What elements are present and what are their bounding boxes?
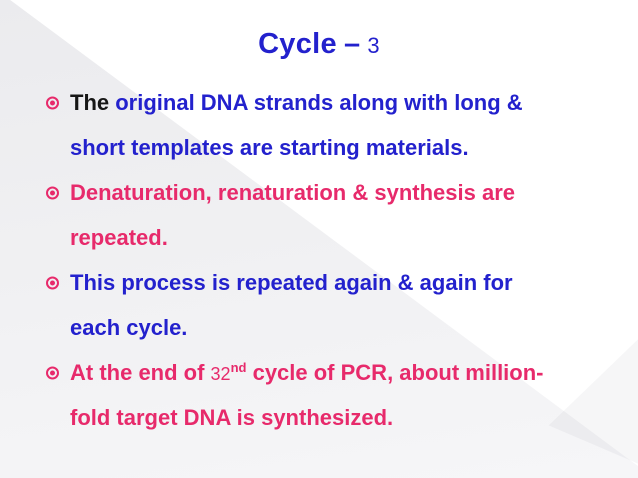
title-dash: – [343,28,361,60]
bullet-line: At the end of 32nd cycle of PCR, about m… [0,350,638,395]
text-segment-pink: 32 [210,363,231,384]
bullet-line: fold target DNA is synthesized. [0,395,638,440]
fisheye-bullet-icon [46,366,59,379]
bullet-line: each cycle. [0,305,638,350]
bullet-line: This process is repeated again & again f… [0,260,638,305]
bullet-text-line: The original DNA strands along with long… [70,90,523,116]
text-segment-pink: At the end of [70,359,211,385]
text-segment-pink: cycle of PCR, about million- [246,359,544,385]
bullet-text-line: This process is repeated again & again f… [70,270,513,296]
title-number: 3 [367,33,380,58]
fisheye-bullet-icon [46,186,59,199]
bullet-text-line: short templates are starting materials. [70,135,469,161]
fisheye-bullet-icon [46,96,59,109]
bullet-line: Denaturation, renaturation & synthesis a… [0,170,638,215]
title-word: Cycle [258,28,337,60]
text-segment-blue: each cycle. [70,314,188,340]
text-segment-blue: This process is repeated again & again f… [70,269,513,295]
fisheye-bullet-dot [50,280,55,285]
fisheye-bullet-dot [50,100,55,105]
text-segment-blue: original DNA strands along with long & [115,89,523,115]
fisheye-bullet-dot [50,370,55,375]
text-segment-pink: fold target DNA is synthesized. [70,404,394,430]
text-segment-blue: short templates are starting materials. [70,134,469,160]
fisheye-bullet-icon [46,276,59,289]
bullet-line: repeated. [0,215,638,260]
slide-title: Cycle–3 [0,26,638,64]
bullet-text-line: Denaturation, renaturation & synthesis a… [70,180,515,206]
bullet-text-line: each cycle. [70,315,187,341]
text-segment-black: The [70,89,116,115]
fisheye-bullet-dot [50,190,55,195]
text-segment-pink: repeated. [70,224,168,250]
bullet-line: short templates are starting materials. [0,125,638,170]
bullet-text-line: fold target DNA is synthesized. [70,405,393,431]
bullet-text-line: repeated. [70,225,168,251]
bullet-line: The original DNA strands along with long… [0,80,638,125]
text-segment-pink-superscript: nd [230,359,247,375]
bullet-text-line: At the end of 32nd cycle of PCR, about m… [70,360,544,386]
text-segment-pink: Denaturation, renaturation & synthesis a… [70,179,515,205]
bullet-list: The original DNA strands along with long… [0,80,638,440]
